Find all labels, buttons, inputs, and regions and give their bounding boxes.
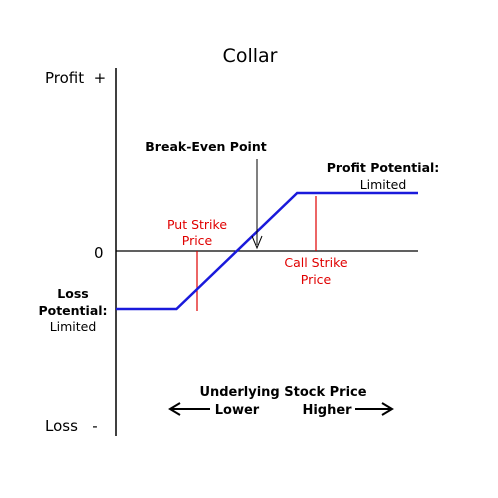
call-strike-label-line2: Price <box>301 272 332 287</box>
zero-label: 0 <box>94 244 104 262</box>
put-strike-label-line2: Price <box>182 233 213 248</box>
payoff-line <box>116 191 418 311</box>
profit-potential-line2: Limited <box>360 177 407 192</box>
break-even-arrowhead <box>251 235 263 250</box>
loss-potential-line1: Loss <box>57 286 88 301</box>
put-strike-label-line1: Put Strike <box>167 217 227 232</box>
higher-arrowhead <box>381 402 394 416</box>
y-axis-top-label: Profit + <box>45 69 106 87</box>
diagram-title: Collar <box>223 45 278 67</box>
x-axis-caption-lower: Lower <box>215 403 260 418</box>
x-axis-caption-higher: Higher <box>302 403 352 418</box>
break-even-label: Break-Even Point <box>145 139 266 154</box>
y-axis-bottom-label: Loss - <box>45 417 98 435</box>
x-axis-caption-title: Underlying Stock Price <box>199 385 366 400</box>
loss-potential-line3: Limited <box>50 319 97 334</box>
loss-potential-line2: Potential: <box>38 303 107 318</box>
lower-arrowhead <box>168 402 181 416</box>
profit-potential-line1: Profit Potential: <box>327 160 440 175</box>
call-strike-label-line1: Call Strike <box>284 255 348 270</box>
